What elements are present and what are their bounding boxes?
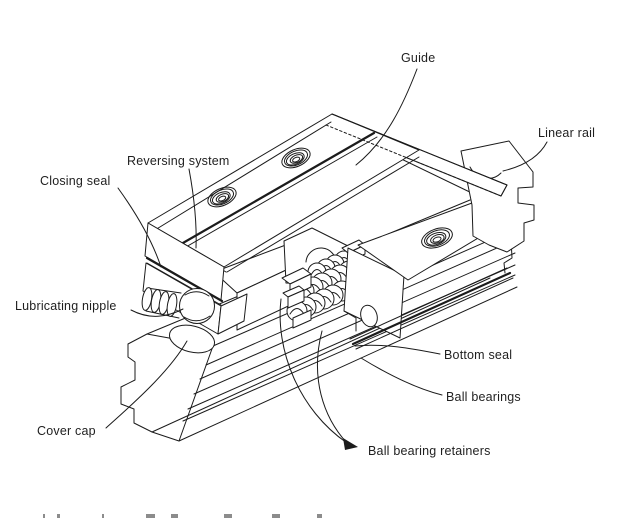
carriage-hole-1 [207,186,237,208]
leader-lubricating-nipple [130,308,184,317]
rail-mounting-hole [421,227,453,249]
carriage-slot [167,131,376,253]
leader-retainer-2 [316,330,348,444]
linear-rail-drawing [120,199,518,442]
carriage-web-plate [343,247,405,339]
end-cap-side [217,293,248,335]
leader-linear-rail [502,141,548,172]
labels: Guide Linear rail Reversing system Closi… [15,51,595,458]
leader-closing-seal [117,187,162,268]
leader-ball-bearings [360,357,443,396]
cropped-text-fragments [43,514,322,518]
label-bottom-seal: Bottom seal [444,348,512,362]
rail-end-block [460,140,535,253]
label-reversing-system: Reversing system [127,154,230,168]
leader-cover-cap [105,340,188,429]
label-closing-seal: Closing seal [40,174,111,188]
leader-retainer-1 [279,298,348,444]
carriage-hole-2 [281,147,311,169]
leader-lines [105,68,548,450]
label-lubricating-nipple: Lubricating nipple [15,299,117,313]
lubricating-nipple-drawing [141,287,215,324]
leader-guide [355,68,418,166]
label-ball-bearing-retainers: Ball bearing retainers [368,444,491,458]
cover-cap-drawing [168,324,216,354]
label-guide: Guide [401,51,435,65]
leader-reversing-system [188,168,197,249]
leader-bottom-seal [354,344,441,355]
label-linear-rail: Linear rail [538,126,595,140]
bottom-seal-drawing [349,267,514,350]
label-cover-cap: Cover cap [37,424,96,438]
label-ball-bearings: Ball bearings [446,390,521,404]
retainer-arrowhead [343,438,358,450]
